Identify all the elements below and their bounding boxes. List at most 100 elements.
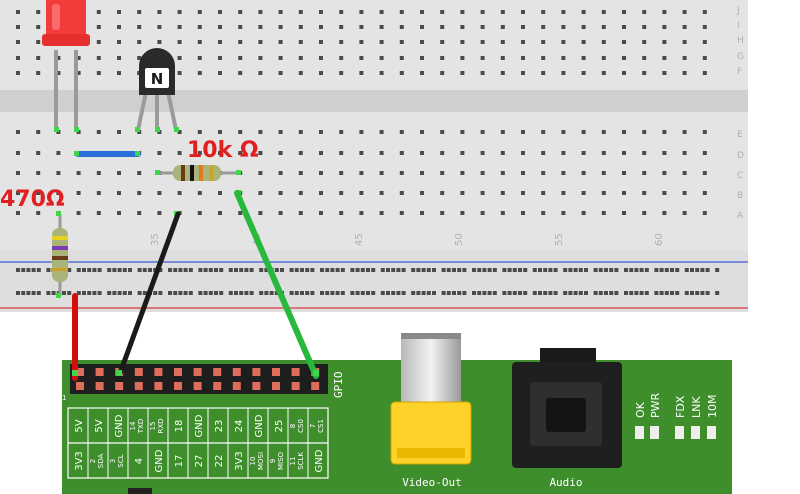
rail-hole <box>310 291 315 295</box>
breadboard-hole <box>541 10 546 14</box>
rail-hole <box>82 268 86 272</box>
red-led[interactable] <box>42 0 90 130</box>
gpio-pin[interactable] <box>252 382 261 390</box>
breadboard-hole <box>36 25 41 29</box>
breadboard-hole <box>359 25 364 29</box>
gpio-pin[interactable] <box>174 382 182 390</box>
rail-hole <box>183 268 188 272</box>
breadboard-hole <box>662 25 667 29</box>
breadboard-hole <box>702 151 707 155</box>
gpio-pin[interactable] <box>134 382 143 390</box>
green-wire[interactable] <box>234 190 319 379</box>
rail-hole <box>675 291 680 295</box>
rail-hole <box>137 291 142 295</box>
gpio-pin[interactable] <box>272 368 280 376</box>
breadboard-hole <box>339 151 344 155</box>
rail-hole <box>97 291 102 295</box>
breadboard-hole <box>601 211 606 215</box>
gpio-pin[interactable] <box>76 368 84 376</box>
rail-hole <box>128 268 132 272</box>
gpio-pin[interactable] <box>193 382 202 390</box>
gpio-pin[interactable] <box>154 368 163 376</box>
breadboard-hole <box>521 171 525 175</box>
rail-hole <box>203 268 208 272</box>
breadboard-hole <box>36 151 41 155</box>
breadboard-hole <box>137 25 142 29</box>
rail-hole <box>584 268 588 272</box>
audio-jack[interactable] <box>512 348 622 468</box>
resistor-10k[interactable] <box>158 165 240 181</box>
breadboard-hole <box>339 25 344 29</box>
breadboard-hole <box>218 56 222 60</box>
gpio-pin[interactable] <box>272 382 280 390</box>
gpio-pin[interactable] <box>154 382 163 390</box>
gpio-pins <box>76 368 320 390</box>
rail-hole <box>289 291 294 295</box>
breadboard-center-channel <box>0 90 748 112</box>
npn-transistor[interactable]: N <box>136 48 178 131</box>
rail-hole <box>563 268 568 272</box>
row-label: F <box>737 67 742 77</box>
gpio-pin[interactable] <box>76 382 84 390</box>
rail-hole <box>386 291 390 295</box>
rail-hole <box>391 268 396 272</box>
pin-label: 14TXD <box>129 419 145 434</box>
resistor-470[interactable] <box>52 214 68 296</box>
breadboard-hole <box>399 25 404 29</box>
breadboard-hole <box>16 171 20 175</box>
breadboard-hole <box>480 25 485 29</box>
breadboard-hole <box>359 171 364 175</box>
pin-label: 15RXD <box>149 418 165 433</box>
breadboard-hole <box>662 211 667 215</box>
rail-hole <box>340 291 345 295</box>
rail-hole <box>421 291 426 295</box>
gpio-pin[interactable] <box>115 382 124 390</box>
gpio-pin[interactable] <box>213 382 222 390</box>
gpio-pin[interactable] <box>174 368 182 376</box>
gpio-pin[interactable] <box>134 368 143 376</box>
breadboard-hole <box>561 56 566 60</box>
video-out-connector[interactable] <box>390 333 472 465</box>
breadboard-hole <box>258 10 263 14</box>
gpio-pin[interactable] <box>95 382 104 390</box>
breadboard-hole <box>379 171 384 175</box>
breadboard-hole <box>36 40 41 44</box>
breadboard-hole <box>258 211 263 215</box>
breadboard-hole <box>339 71 344 75</box>
rail-hole <box>92 268 97 272</box>
led-label-lnk: LNK <box>690 396 703 418</box>
gpio-pin[interactable] <box>95 368 104 376</box>
pin-label: GND <box>314 449 325 472</box>
rail-hole <box>695 268 700 272</box>
gpio-pin[interactable] <box>213 368 222 376</box>
rail-hole <box>614 291 619 295</box>
row-label: D <box>737 151 744 161</box>
gpio-pin[interactable] <box>232 368 241 376</box>
rail-hole <box>21 291 26 295</box>
breadboard-holes <box>16 10 720 295</box>
rail-hole <box>107 268 112 272</box>
breadboard-hole <box>16 130 20 134</box>
gpio-pin[interactable] <box>252 368 261 376</box>
gpio-pin[interactable] <box>291 382 300 390</box>
resistor-band <box>52 236 68 240</box>
breadboard-hole <box>662 171 667 175</box>
breadboard-hole <box>662 130 667 134</box>
breadboard-hole <box>500 71 505 75</box>
rail-hole <box>695 291 700 295</box>
rail-hole <box>249 291 254 295</box>
rail-hole <box>46 291 51 295</box>
rail-hole <box>153 291 158 295</box>
breadboard-hole <box>36 10 41 14</box>
active-hole <box>54 127 59 132</box>
breadboard-hole <box>258 40 263 44</box>
breadboard-hole <box>197 151 202 155</box>
gpio-pin[interactable] <box>193 368 202 376</box>
gpio-pin[interactable] <box>311 382 320 390</box>
gpio-pin[interactable] <box>232 382 241 390</box>
rail-hole <box>705 291 710 295</box>
rail-hole <box>228 268 233 272</box>
black-wire[interactable] <box>116 211 181 379</box>
gpio-pin[interactable] <box>291 368 300 376</box>
rail-hole <box>325 268 330 272</box>
